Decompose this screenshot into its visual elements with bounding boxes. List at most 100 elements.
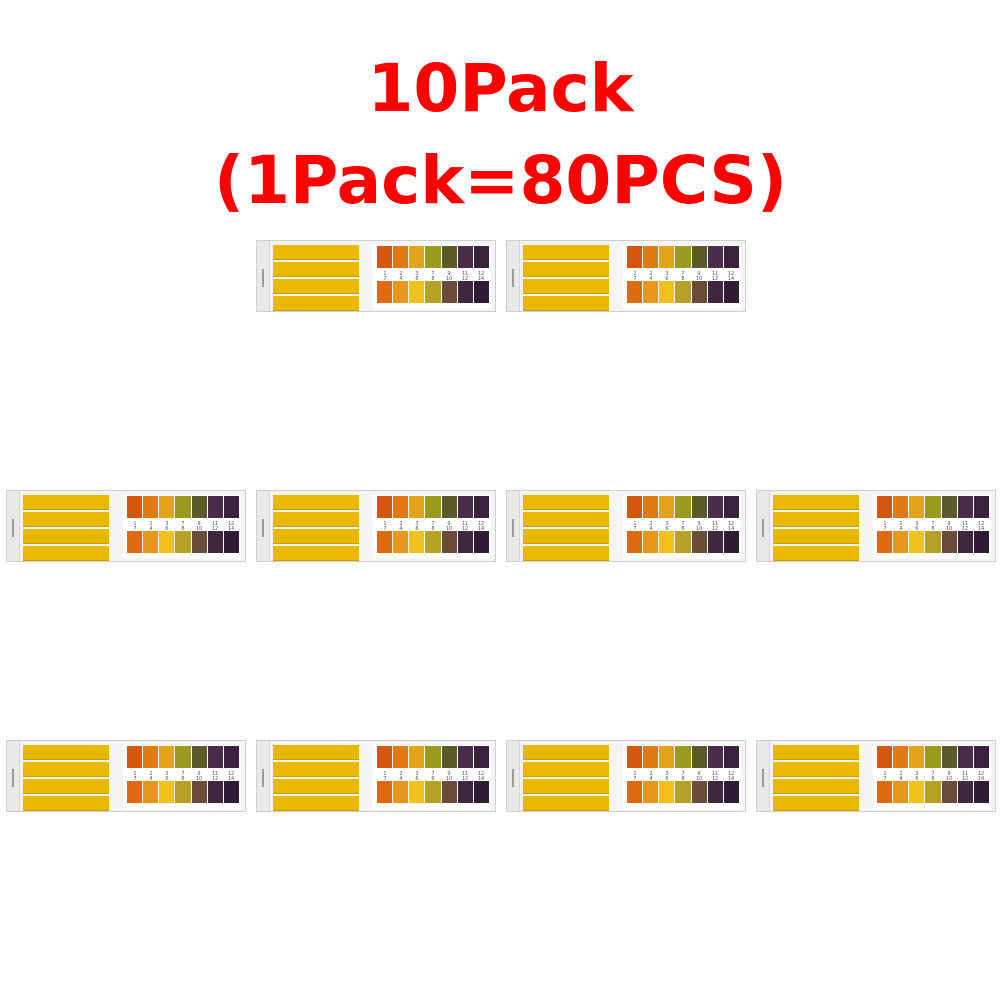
- ph-swatch: [393, 746, 409, 768]
- ph-label: 7: [133, 526, 137, 532]
- ph-label: 4: [399, 776, 403, 782]
- ph-label: 4: [399, 526, 403, 532]
- ph-label: 7: [181, 771, 185, 777]
- ph-swatch: [425, 781, 441, 803]
- test-strips: [773, 745, 859, 811]
- ph-swatch: [377, 281, 393, 303]
- ph-label: 3: [415, 271, 419, 277]
- test-strip: [773, 546, 859, 561]
- ph-label: 2: [649, 271, 653, 277]
- ph-swatch: [691, 496, 707, 518]
- ph-label: 9: [697, 271, 701, 277]
- ph-label: 4: [149, 776, 153, 782]
- ph-swatch: [941, 781, 957, 803]
- ph-swatch: [707, 496, 723, 518]
- ph-label: 4: [649, 276, 653, 282]
- test-strip: [523, 495, 609, 510]
- ph-swatch: [909, 746, 925, 768]
- ph-swatch: [425, 281, 441, 303]
- ph-swatch: [659, 746, 675, 768]
- ph-label: 14: [727, 526, 735, 532]
- ph-label: 12: [977, 521, 985, 527]
- ph-label: 7: [633, 526, 637, 532]
- ph-label: 6: [665, 776, 669, 782]
- test-strip: [23, 495, 109, 510]
- ph-swatch: [659, 281, 675, 303]
- ph-swatch: [159, 746, 175, 768]
- ph-label: 7: [681, 771, 685, 777]
- ph-label: 12: [961, 526, 969, 532]
- ph-swatch: [643, 281, 659, 303]
- ph-swatch: [457, 281, 473, 303]
- ph-swatch: [707, 746, 723, 768]
- ph-swatch: [723, 281, 739, 303]
- ph-swatch: [191, 496, 207, 518]
- ph-swatch: [409, 246, 425, 268]
- test-strip: [773, 762, 859, 777]
- ph-swatch: [723, 246, 739, 268]
- ph-swatch: [377, 531, 393, 553]
- test-strips: [523, 245, 609, 311]
- ph-label: 3: [415, 521, 419, 527]
- ph-label: 12: [977, 771, 985, 777]
- ph-swatch: [191, 781, 207, 803]
- ph-swatch: [457, 496, 473, 518]
- ph-swatch: [691, 781, 707, 803]
- ph-label: 7: [431, 271, 435, 277]
- pack-spine: [507, 491, 520, 561]
- test-strips: [773, 495, 859, 561]
- pack-spine: [757, 741, 770, 811]
- ph-swatch: [941, 746, 957, 768]
- test-strips: [273, 745, 359, 811]
- ph-label: 4: [149, 526, 153, 532]
- ph-label: 12: [477, 521, 485, 527]
- ph-label: 11: [961, 771, 969, 777]
- ph-swatch: [909, 496, 925, 518]
- ph-swatch: [223, 781, 239, 803]
- ph-swatch: [707, 246, 723, 268]
- ph-swatch: [925, 531, 941, 553]
- ph-label: 14: [477, 526, 485, 532]
- ph-swatch: [191, 746, 207, 768]
- ph-label: 8: [431, 276, 435, 282]
- ph-label: 6: [415, 776, 419, 782]
- ph-label: 8: [681, 276, 685, 282]
- ph-swatch: [457, 746, 473, 768]
- ph-swatch: [393, 281, 409, 303]
- ph-label: 12: [211, 526, 219, 532]
- ph-swatch: [409, 531, 425, 553]
- ph-label: 7: [431, 521, 435, 527]
- ph-swatch: [707, 781, 723, 803]
- ph-label: 9: [197, 521, 201, 527]
- ph-swatch: [377, 746, 393, 768]
- pack-spine: [757, 491, 770, 561]
- test-strip: [523, 279, 609, 294]
- ph-label: 10: [445, 776, 453, 782]
- ph-label: 8: [681, 776, 685, 782]
- ph-label: 8: [431, 776, 435, 782]
- ph-swatch: [691, 281, 707, 303]
- ph-label: 7: [633, 276, 637, 282]
- ph-label: 6: [915, 776, 919, 782]
- ph-label: 12: [461, 276, 469, 282]
- ph-label: 2: [399, 771, 403, 777]
- ph-swatch: [643, 781, 659, 803]
- ph-label: 12: [227, 521, 235, 527]
- test-strip: [273, 512, 359, 527]
- ph-swatch: [457, 781, 473, 803]
- ph-swatch: [425, 531, 441, 553]
- ph-swatch: [627, 746, 643, 768]
- ph-swatch: [143, 531, 159, 553]
- ph-label: 1: [633, 521, 637, 527]
- ph-swatch: [425, 246, 441, 268]
- ph-label: 9: [447, 521, 451, 527]
- ph-label: 7: [633, 776, 637, 782]
- ph-swatch: [973, 746, 989, 768]
- ph-label: 6: [165, 526, 169, 532]
- test-strip: [23, 745, 109, 760]
